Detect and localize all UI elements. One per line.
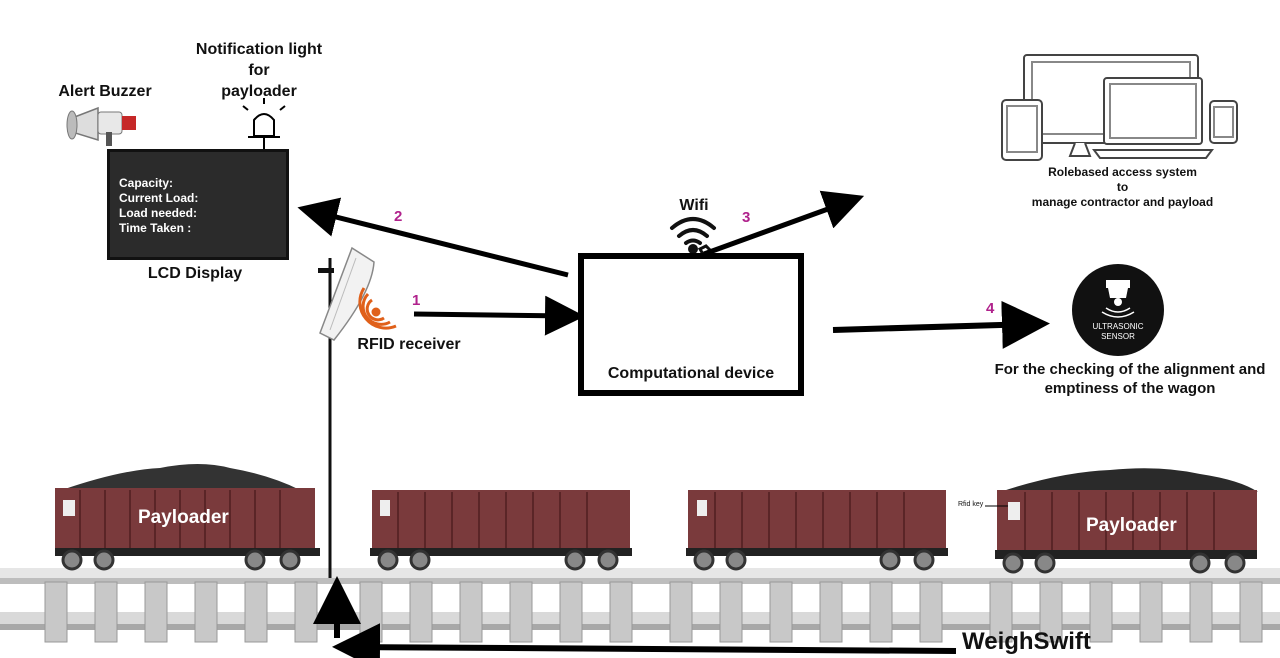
ultrasonic-note-label: For the checking of the alignment and em… [980, 360, 1280, 398]
step-3: 3 [742, 209, 751, 226]
step-4: 4 [986, 300, 995, 317]
arrow-4 [832, 300, 1050, 349]
rfid-waves-icon [358, 287, 397, 330]
wifi-label: Wifi [679, 197, 709, 214]
lcd-display: Capacity: Current Load: Load needed: Tim… [107, 149, 289, 260]
computational-device-box: Computational device [578, 253, 804, 396]
role-access-line-1: Rolebased access system [1048, 165, 1197, 179]
arrow-bottom [332, 623, 957, 658]
role-access-line-3: manage contractor and payload [1031, 195, 1214, 209]
alert-buzzer-label: Alert Buzzer [58, 83, 152, 100]
wagon-3 [686, 490, 948, 571]
notification-light-line-2: for [248, 62, 270, 79]
ultrasonic-sensor-icon: ULTRASONIC SENSOR [1072, 264, 1164, 356]
lcd-display-label: LCD Display [147, 265, 243, 282]
devices-icon [1001, 54, 1238, 161]
ultrasonic-note-line-2: emptiness of the wagon [1044, 380, 1216, 397]
rfid-receiver-label: RFID receiver [357, 336, 461, 353]
arrow-2 [297, 197, 569, 278]
lcd-load-needed: Load needed: [119, 206, 198, 220]
beacon-light-icon [242, 98, 286, 150]
wagon-4 [985, 468, 1258, 574]
sensor-line-2: SENSOR [1101, 332, 1135, 341]
ultrasonic-note-line-1: For the checking of the alignment and [994, 361, 1266, 378]
role-access-label: Rolebased access system to manage contra… [1010, 165, 1235, 210]
sensor-line-1: ULTRASONIC [1092, 322, 1144, 331]
sensor-camera-icon [1101, 280, 1135, 318]
rfid-key-label: Rfid key [958, 501, 984, 508]
role-access-line-2: to [1116, 180, 1129, 194]
notification-light-label: Notification light for payloader [178, 39, 340, 102]
lcd-time-taken: Time Taken : [119, 221, 192, 235]
step-2: 2 [394, 208, 403, 225]
rfid-pole [318, 246, 375, 578]
arrow-3 [703, 190, 865, 257]
wagon-1-label: Payloader [138, 507, 229, 528]
megaphone-icon [66, 106, 136, 146]
arrows [297, 190, 1050, 658]
computational-device-label: Computational device [607, 365, 775, 382]
lcd-current-load: Current Load: [119, 191, 199, 205]
brand-title: WeighSwift [962, 628, 1091, 655]
wagon-4-label: Payloader [1086, 515, 1177, 536]
notification-light-line-1: Notification light [195, 41, 323, 58]
lcd-capacity: Capacity: [119, 176, 174, 190]
wifi-icon [670, 217, 716, 254]
step-1: 1 [412, 292, 421, 309]
notification-light-line-3: payloader [221, 83, 297, 100]
wagon-1 [55, 464, 320, 571]
arrow-1 [413, 295, 585, 336]
wagon-2 [370, 490, 632, 571]
